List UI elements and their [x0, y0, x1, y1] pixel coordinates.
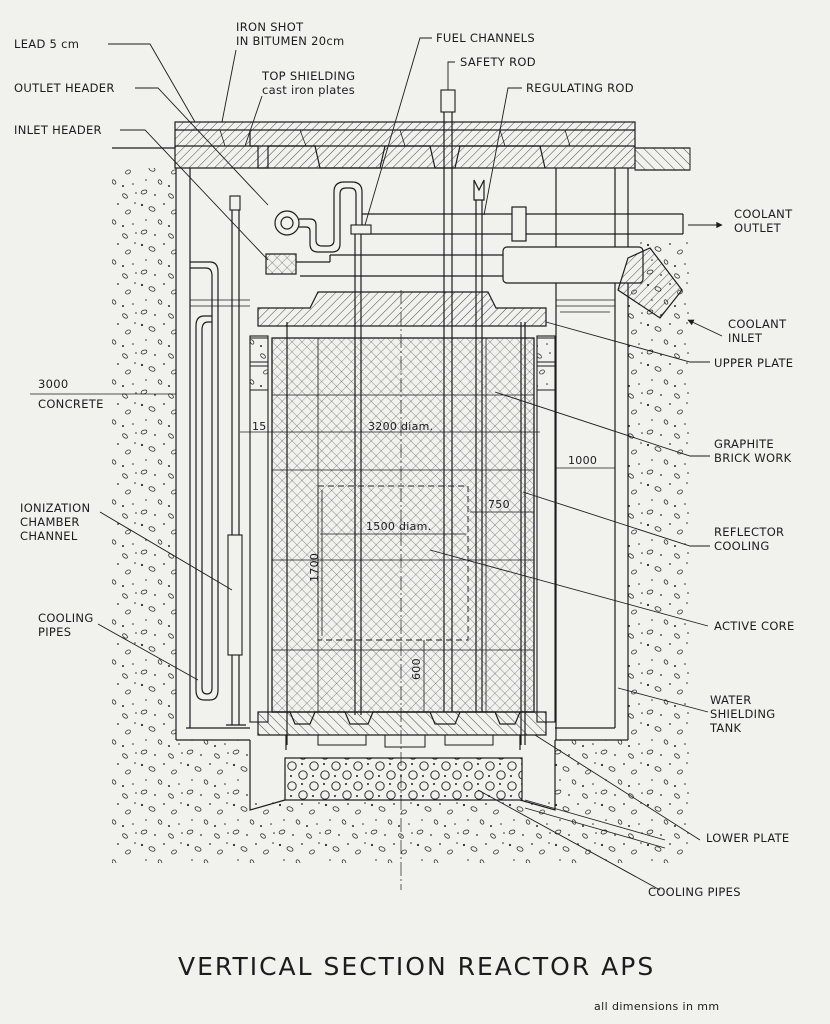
label-top-shielding-2: cast iron plates — [262, 83, 355, 97]
label-outlet-header: OUTLET HEADER — [14, 81, 115, 95]
label-coolant-inlet-2: INLET — [728, 331, 763, 345]
label-fuel-channels: FUEL CHANNELS — [436, 31, 535, 45]
dim-1700: 1700 — [308, 553, 321, 582]
label-water-tank-2: SHIELDING — [710, 707, 775, 721]
reactor-vessel — [249, 291, 556, 801]
dim-15: 15 — [252, 420, 267, 433]
label-coolant-outlet-2: OUTLET — [734, 221, 782, 235]
label-regulating-rod: REGULATING ROD — [526, 81, 634, 95]
coolant-headers — [190, 181, 684, 701]
dim-3200: 3200 diam. — [368, 420, 433, 433]
label-inlet-header: INLET HEADER — [14, 123, 102, 137]
label-graphite-1: GRAPHITE — [714, 437, 774, 451]
top-shielding-plates — [174, 121, 636, 169]
label-cooling-pipes-bottom: COOLING PIPES — [648, 885, 741, 899]
label-upper-plate: UPPER PLATE — [714, 356, 793, 370]
dimension-lines — [30, 393, 615, 712]
label-ionization-3: CHANNEL — [20, 529, 78, 543]
label-lower-plate: LOWER PLATE — [706, 831, 790, 845]
label-concrete-2: CONCRETE — [38, 397, 104, 411]
dim-600: 600 — [410, 658, 423, 680]
concrete-shielding — [112, 147, 691, 863]
label-water-tank-1: WATER — [710, 693, 752, 707]
drawing-title: VERTICAL SECTION REACTOR APS — [178, 952, 655, 981]
label-safety-rod: SAFETY ROD — [460, 55, 536, 69]
label-ionization-1: IONIZATION — [20, 501, 90, 515]
label-concrete-1: 3000 — [38, 377, 68, 391]
dim-1000: 1000 — [568, 454, 597, 467]
label-cooling-pipes-left-2: PIPES — [38, 625, 71, 639]
label-reflector-1: REFLECTOR — [714, 525, 784, 539]
label-graphite-2: BRICK WORK — [714, 451, 792, 465]
labels: LEAD 5 cm IRON SHOT IN BITUMEN 20cm OUTL… — [14, 20, 795, 899]
label-coolant-outlet-1: COOLANT — [734, 207, 793, 221]
fuel-and-control-rods — [350, 89, 485, 715]
label-reflector-2: COOLING — [714, 539, 770, 553]
dim-750: 750 — [488, 498, 510, 511]
label-top-shielding-1: TOP SHIELDING — [261, 69, 355, 83]
label-cooling-pipes-left-1: COOLING — [38, 611, 94, 625]
dimensions-note: all dimensions in mm — [594, 1000, 720, 1013]
label-lead: LEAD 5 cm — [14, 37, 79, 51]
label-iron-shot-2: IN BITUMEN 20cm — [236, 34, 344, 48]
label-coolant-inlet-1: COOLANT — [728, 317, 787, 331]
leader-lines — [97, 37, 723, 891]
dim-1500: 1500 diam. — [366, 520, 431, 533]
label-ionization-2: CHAMBER — [20, 515, 80, 529]
label-active-core: ACTIVE CORE — [714, 619, 795, 633]
dimension-values: 15 3200 diam. 1000 750 1500 diam. 1700 6… — [252, 420, 597, 680]
ionization-chamber-channel — [226, 195, 246, 726]
label-iron-shot-1: IRON SHOT — [236, 20, 304, 34]
label-water-tank-3: TANK — [709, 721, 742, 735]
